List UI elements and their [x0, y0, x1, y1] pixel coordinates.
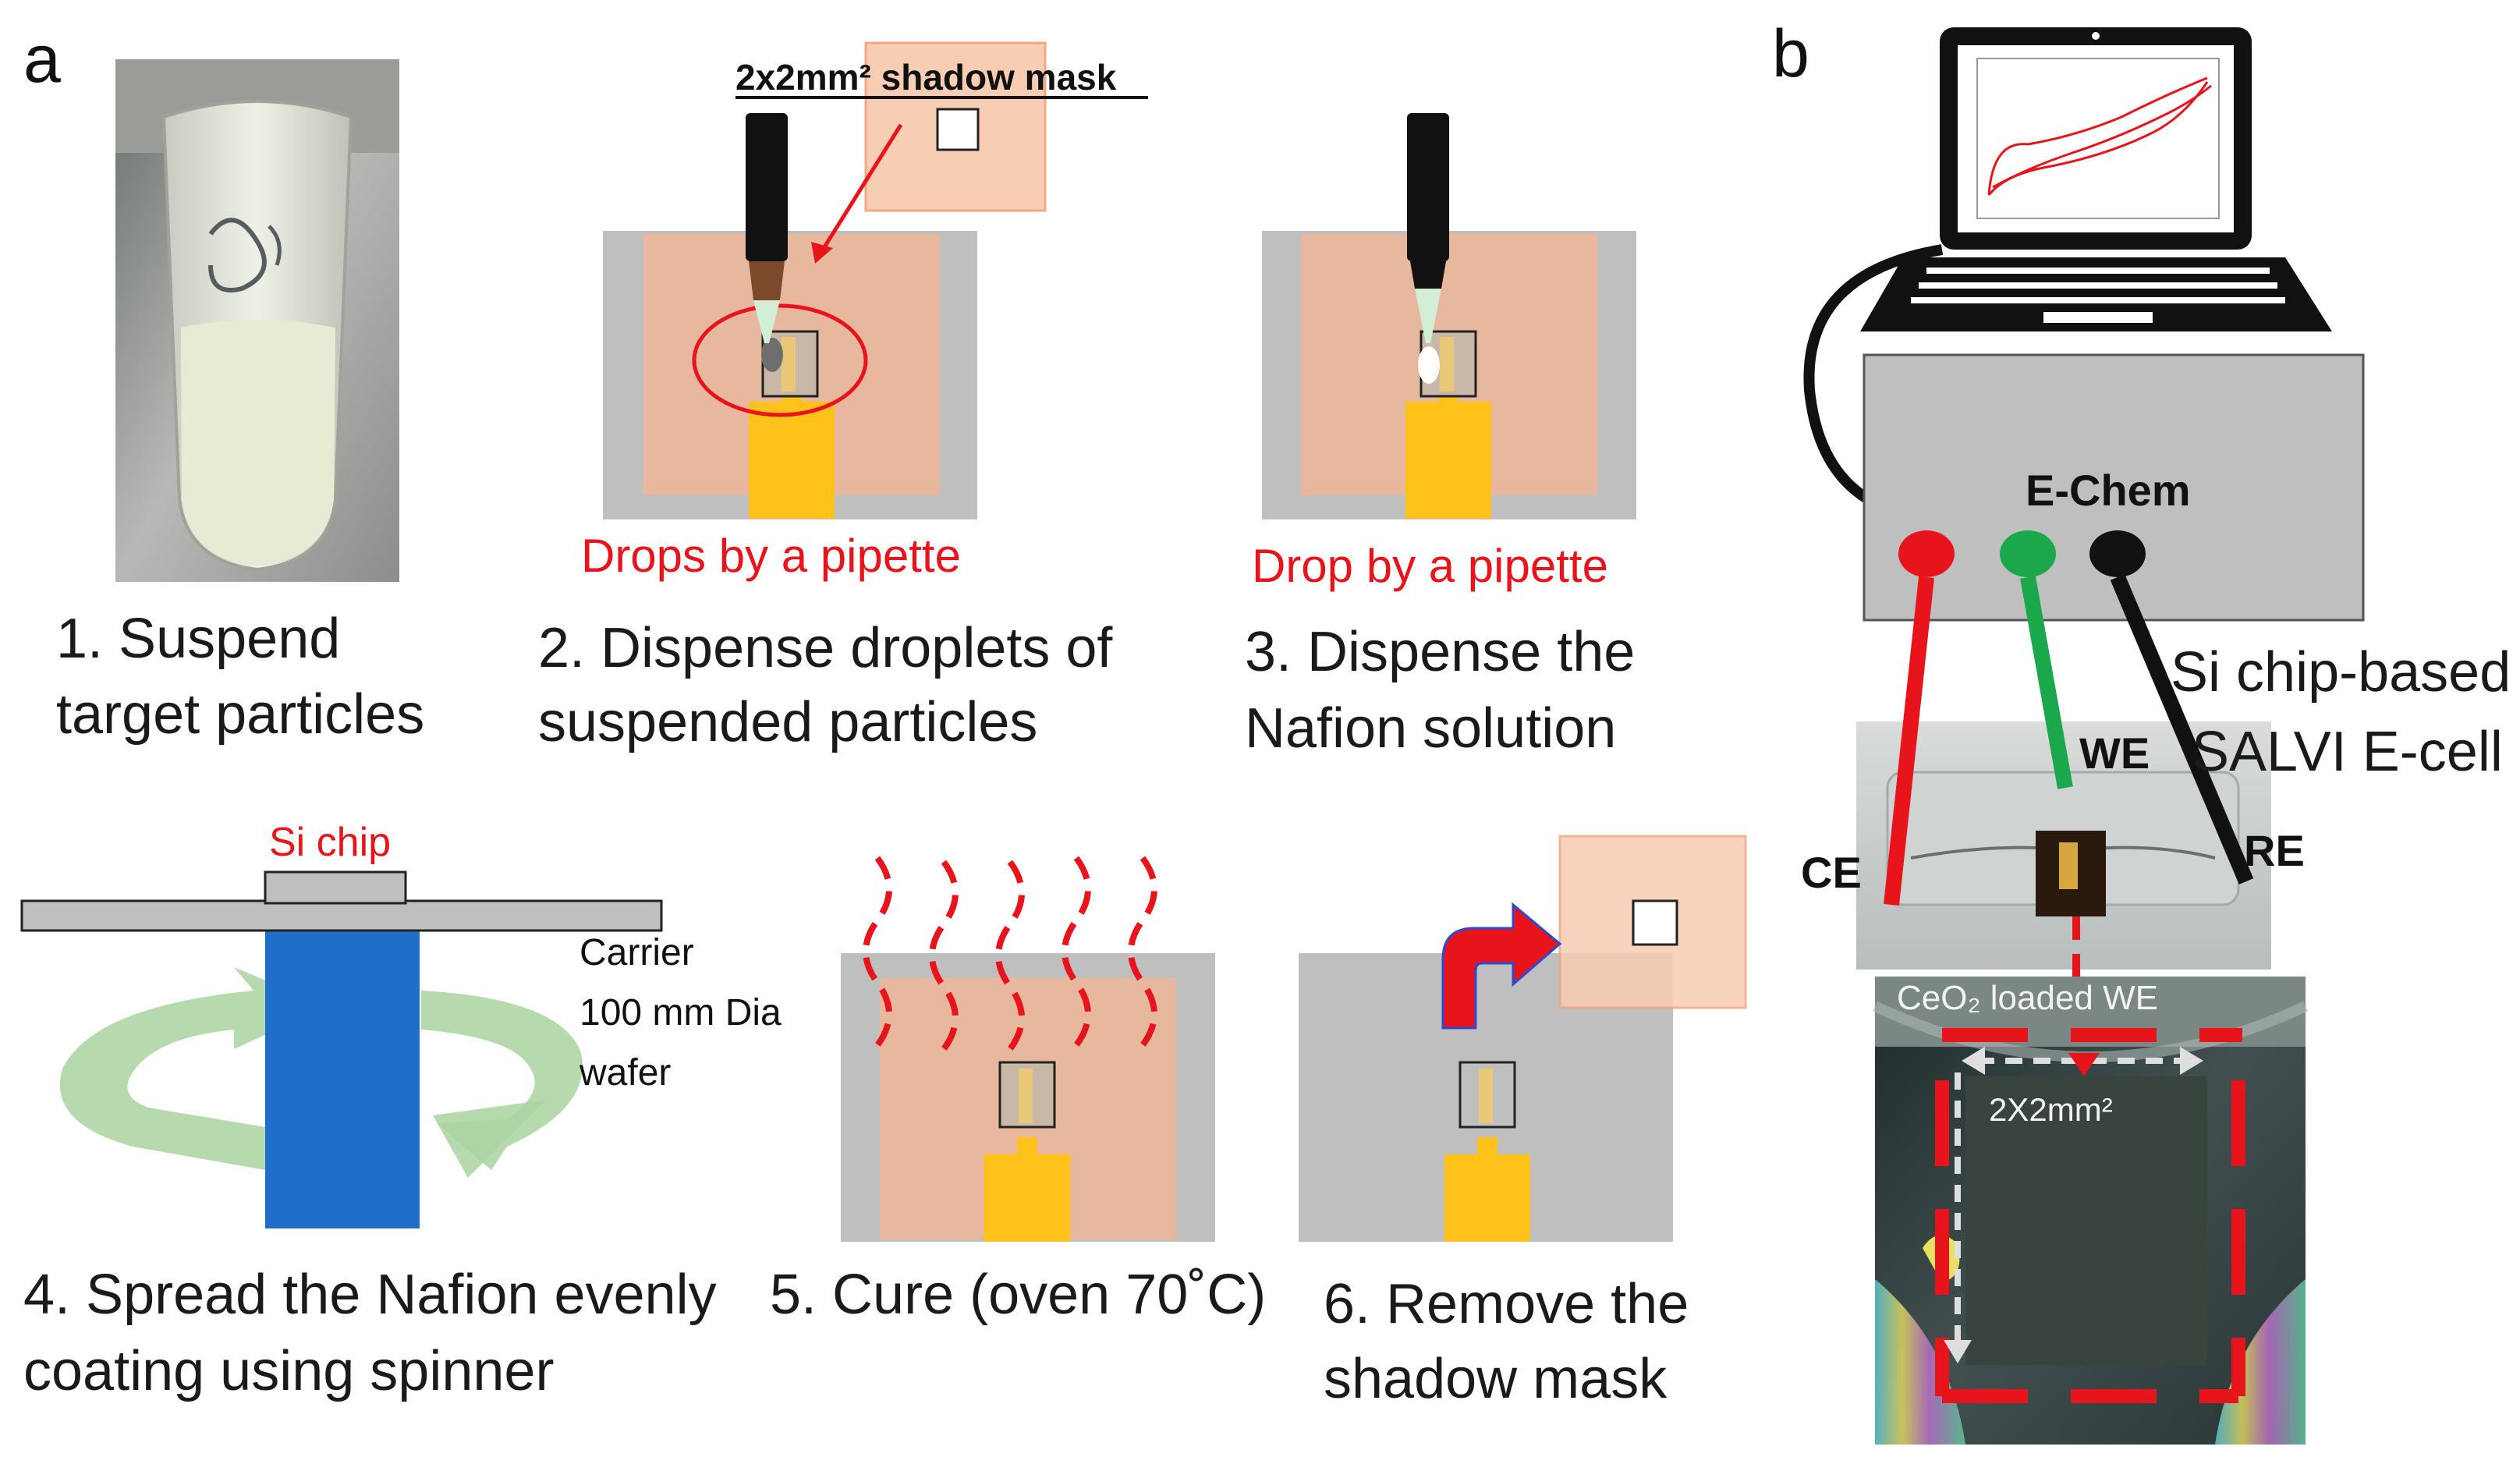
step6-diagram	[1299, 835, 1747, 1242]
laptop-cable	[1803, 244, 1944, 504]
step5-diagram	[841, 856, 1215, 1242]
step6-caption-line1: 6. Remove the	[1324, 1273, 1689, 1335]
pipette-icon	[746, 113, 788, 343]
we-label: WE	[2079, 728, 2150, 778]
step2-caption-line1: 2. Dispense droplets of	[538, 617, 1113, 679]
mask-window	[936, 108, 980, 151]
cv-plot	[1976, 58, 2220, 219]
re-label: RE	[2244, 826, 2305, 875]
cell-label-line2: SALVI E-cell	[2192, 721, 2503, 783]
carrier-label-line1: Carrier	[579, 932, 694, 973]
step3-diagram	[1262, 113, 1636, 519]
carrier-label-line3: wafer	[579, 1052, 671, 1094]
micrograph	[1873, 977, 2308, 1445]
step2-caption-line2: suspended particles	[538, 691, 1037, 753]
step4-caption-line2: coating using spinner	[23, 1340, 554, 1402]
re-terminal	[2089, 530, 2146, 577]
echem-box	[1863, 353, 2365, 622]
area-label: 2X2mm²	[1989, 1091, 2113, 1128]
drop-label: Drop by a pipette	[1252, 540, 1608, 592]
we-lead	[2020, 576, 2073, 789]
panel-letter-a: a	[23, 22, 61, 97]
laptop-icon	[1860, 27, 2332, 331]
si-chip	[264, 870, 407, 905]
ce-terminal	[1898, 530, 1955, 577]
step5-caption: 5. Cure (oven 70˚C)	[770, 1264, 1266, 1326]
si-chip-label: Si chip	[269, 820, 391, 865]
shadow-mask-label: 2x2mm² shadow mask	[735, 57, 1117, 97]
pipette-icon	[1407, 113, 1449, 343]
lift-arrow-icon	[1441, 902, 1562, 1030]
echem-label: E-Chem	[2026, 466, 2191, 515]
cell-label-line1: Si chip-based	[2171, 641, 2511, 704]
step1-caption-line2: target particles	[56, 683, 424, 746]
drops-label: Drops by a pipette	[581, 530, 961, 582]
step3-caption-line2: Nafion solution	[1245, 697, 1616, 760]
ce-label: CE	[1801, 848, 1862, 897]
step6-caption-line2: shadow mask	[1324, 1348, 1668, 1410]
step4-caption-line1: 4. Spread the Nafion evenly	[23, 1264, 717, 1326]
ce-lead	[1884, 576, 1934, 906]
highlight-circle	[692, 303, 868, 417]
tube-photo	[115, 59, 399, 582]
step3-caption-line1: 3. Dispense the	[1245, 621, 1635, 683]
panel-letter-b: b	[1772, 16, 1809, 91]
step4-diagram	[20, 870, 663, 1228]
step2-diagram	[603, 41, 1047, 519]
re-lead	[2110, 574, 2254, 884]
rotation-arrow-icon	[59, 967, 583, 1178]
we-terminal	[2000, 530, 2056, 577]
spinner-body	[265, 924, 420, 1228]
step1-caption-line1: 1. Suspend	[56, 608, 340, 670]
ceo2-label: CeO₂ loaded WE	[1897, 979, 2158, 1017]
carrier-label-line2: 100 mm Dia	[579, 992, 782, 1033]
carrier-wafer	[20, 899, 663, 932]
